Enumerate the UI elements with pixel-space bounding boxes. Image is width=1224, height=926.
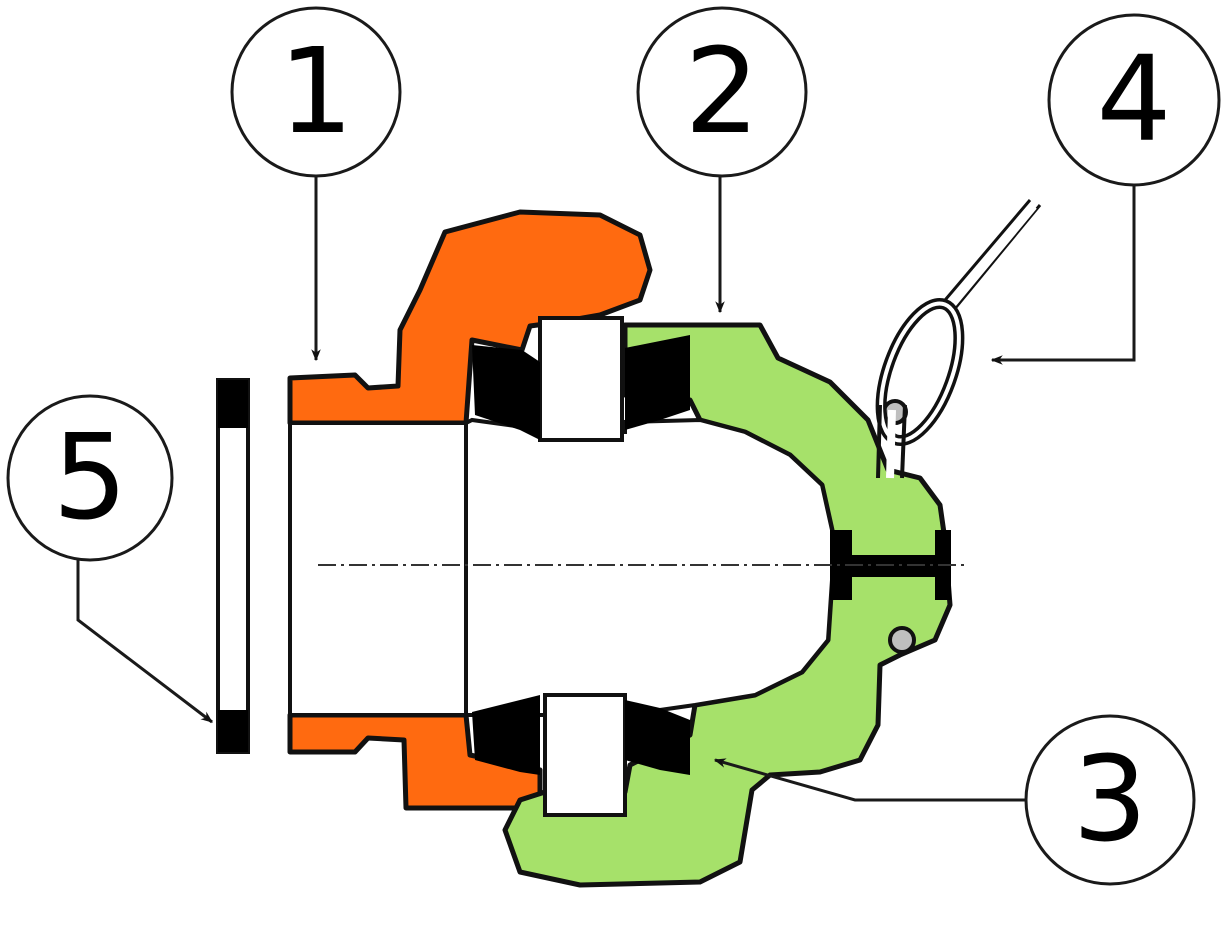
gasket-ring [216,378,250,754]
callout-2: 2 [636,6,808,178]
callout-5-label: 5 [52,408,127,546]
callout-3-label: 3 [1072,730,1147,868]
center-stud [830,530,852,600]
callout-4-label: 4 [1096,30,1171,168]
inner-bore [288,417,834,717]
callout-4: 4 [1047,13,1221,187]
leader-lines [76,175,1136,802]
callout-3: 3 [1024,714,1196,886]
safety-chain [875,199,1042,479]
orange-adapter-part [287,209,653,811]
callout-1: 1 [230,6,402,178]
bottom-slot [543,693,627,817]
seal-rings [472,335,690,775]
callout-5: 5 [6,394,174,562]
pin-bottom [888,626,916,654]
callout-2-label: 2 [684,22,759,160]
top-slot [538,316,624,442]
callout-1-label: 1 [278,22,353,160]
